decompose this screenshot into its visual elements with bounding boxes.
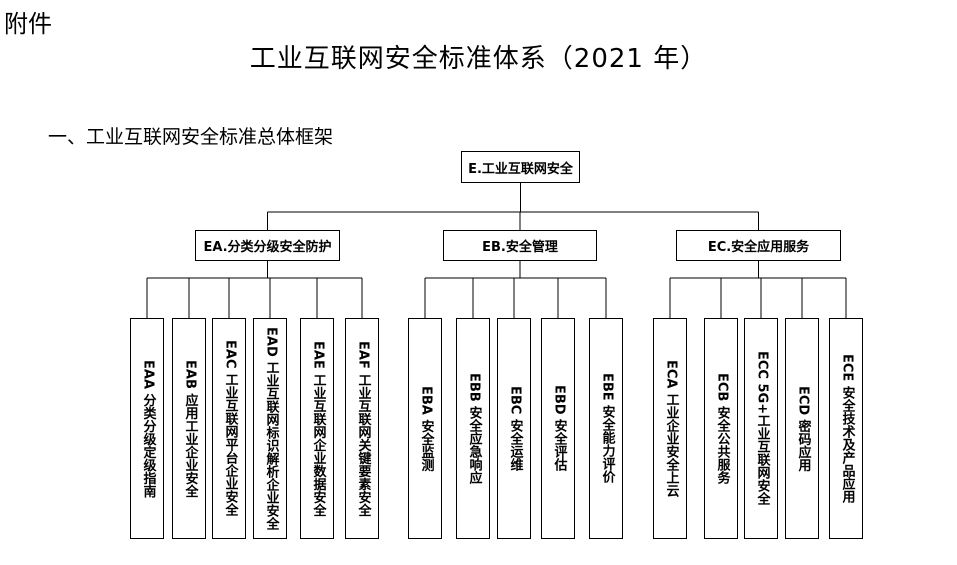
attachment-label: 附件: [4, 10, 52, 38]
leaf-node-eab: EAB 应用工业企业安全: [172, 318, 206, 539]
root-node: E.工业互联网安全: [461, 151, 580, 183]
leaf-node-ecc: ECC 5G+工业互联网安全: [744, 318, 778, 539]
group-node-eb: EB.安全管理: [443, 230, 597, 261]
leaf-node-eba: EBA 安全监测: [408, 318, 442, 539]
leaf-node-eaa: EAA 分类分级定级指南: [130, 318, 164, 539]
leaf-node-eca: ECA 工业企业安全上云: [653, 318, 687, 539]
leaf-node-eaf: EAF 工业互联网关键要素安全: [345, 318, 379, 539]
leaf-node-ecd: ECD 密码应用: [785, 318, 819, 539]
leaf-node-ebd: EBD 安全评估: [541, 318, 575, 539]
group-node-ec: EC.安全应用服务: [676, 230, 841, 261]
leaf-node-ebb: EBB 安全应急响应: [456, 318, 490, 539]
leaf-node-ecb: ECB 安全公共服务: [704, 318, 738, 539]
leaf-node-ebe: EBE 安全能力评价: [589, 318, 623, 539]
group-node-ea: EA.分类分级安全防护: [195, 230, 340, 261]
leaf-node-ead: EAD 工业互联网标识解析企业安全: [253, 318, 287, 539]
page-title: 工业互联网安全标准体系（2021 年）: [249, 44, 708, 74]
section-heading: 一、工业互联网安全标准总体框架: [48, 126, 334, 148]
leaf-node-eae: EAE 工业互联网企业数据安全: [300, 318, 334, 539]
leaf-node-eac: EAC 工业互联网平台企业安全: [212, 318, 246, 539]
leaf-node-ece: ECE 安全技术及产品应用: [829, 318, 863, 539]
leaf-node-ebc: EBC 安全运维: [497, 318, 531, 539]
